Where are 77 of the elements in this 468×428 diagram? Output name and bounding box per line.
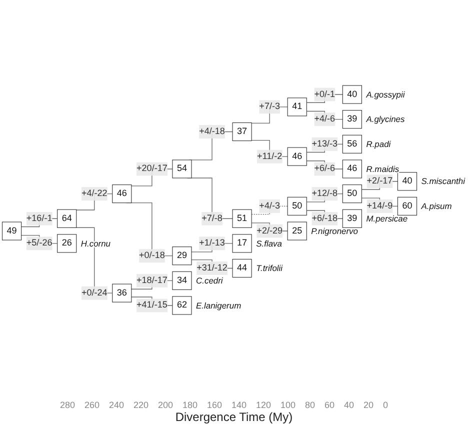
tick-label: 180 bbox=[182, 400, 198, 410]
node-box: 44 bbox=[232, 258, 252, 278]
edge-label: +12/-8 bbox=[312, 188, 338, 198]
node-box: 54 bbox=[172, 160, 192, 178]
edge-label: +0/-24 bbox=[81, 288, 108, 298]
edge-label: +0/-1 bbox=[314, 89, 336, 100]
species-name: S.flava bbox=[256, 238, 282, 248]
tick-label: 20 bbox=[363, 400, 374, 410]
node-box: 37 bbox=[232, 122, 252, 142]
tick-label: 260 bbox=[84, 400, 100, 410]
node-box: 40 bbox=[397, 172, 418, 191]
edge-label: +4/-22 bbox=[81, 188, 108, 198]
tick-label: 200 bbox=[158, 400, 174, 410]
species-name: A.gossypii bbox=[366, 89, 405, 100]
node-box: 46 bbox=[112, 184, 132, 204]
node-box: 41 bbox=[287, 98, 307, 116]
edge-label: +13/-3 bbox=[312, 139, 338, 149]
species-name: R.padi bbox=[366, 138, 391, 149]
node-box: 39 bbox=[342, 209, 362, 228]
species-name: T.trifolii bbox=[256, 263, 283, 274]
edge-label: +7/-8 bbox=[202, 214, 222, 224]
tick-label: 240 bbox=[109, 400, 124, 410]
tick-label: 120 bbox=[256, 400, 272, 410]
species-name: A.pisum bbox=[421, 201, 452, 212]
edge-label: +6/-6 bbox=[314, 164, 336, 174]
species-name: E.lanigerum bbox=[196, 300, 242, 310]
node-box: 39 bbox=[342, 110, 362, 129]
node-box: 40 bbox=[342, 85, 362, 104]
edge-label: +0/-18 bbox=[139, 250, 165, 260]
edge-label: +7/-3 bbox=[259, 102, 280, 112]
tick-label: 220 bbox=[134, 400, 149, 410]
node-box: 36 bbox=[112, 284, 132, 302]
node-box: 56 bbox=[342, 134, 362, 154]
species-name: M.persicae bbox=[366, 213, 408, 224]
tick-label: 140 bbox=[232, 400, 247, 410]
node-box: 50 bbox=[287, 196, 307, 216]
edge-label: +14/-9 bbox=[366, 201, 393, 211]
node-box: 51 bbox=[232, 209, 252, 228]
node-box: 49 bbox=[2, 222, 22, 240]
edge-label: +31/-12 bbox=[196, 263, 228, 273]
edge-label: +1/-13 bbox=[199, 238, 225, 248]
species-name: S.miscanthi bbox=[421, 176, 465, 186]
node-box: 50 bbox=[342, 184, 362, 204]
axis-title: Divergence Time (My) bbox=[175, 410, 293, 424]
node-box: 46 bbox=[287, 147, 307, 166]
species-name: R.maidis bbox=[366, 164, 400, 174]
edge-label: +18/-17 bbox=[136, 276, 168, 286]
edge-label: +41/-15 bbox=[136, 300, 168, 310]
node-box: 34 bbox=[172, 271, 192, 290]
edge-label: +6/-18 bbox=[312, 214, 338, 224]
node-box: 25 bbox=[287, 222, 307, 240]
edge-label: +4/-6 bbox=[314, 114, 336, 124]
node-box: 26 bbox=[57, 234, 77, 253]
tick-label: 40 bbox=[344, 400, 354, 410]
edge-label: +4/-18 bbox=[199, 126, 225, 136]
node-box: 46 bbox=[342, 160, 362, 178]
tick-label: 100 bbox=[280, 400, 296, 410]
edge-label: +2/-29 bbox=[256, 226, 283, 236]
node-box: 60 bbox=[397, 196, 418, 216]
tick-label: 80 bbox=[305, 400, 316, 410]
node-box: 64 bbox=[57, 209, 77, 228]
species-name: A.glycines bbox=[366, 114, 405, 124]
species-name: P.nigronervo bbox=[311, 226, 358, 236]
node-box: 29 bbox=[172, 246, 192, 266]
edge-label: +5/-26 bbox=[26, 238, 52, 248]
edge-label: +11/-2 bbox=[257, 151, 282, 162]
edge-label: +2/-17 bbox=[366, 176, 393, 186]
tick-label: 280 bbox=[60, 400, 76, 410]
node-box: 62 bbox=[172, 296, 192, 315]
tick-label: 160 bbox=[207, 400, 222, 410]
species-name: C.cedri bbox=[196, 275, 223, 286]
edge-label: +16/-1 bbox=[26, 214, 52, 224]
node-box: 17 bbox=[232, 234, 252, 253]
edge-label: +20/-17 bbox=[136, 164, 168, 174]
edge-label: +4/-3 bbox=[259, 201, 280, 211]
tick-label: 0 bbox=[382, 400, 388, 410]
tick-label: 60 bbox=[324, 400, 334, 410]
